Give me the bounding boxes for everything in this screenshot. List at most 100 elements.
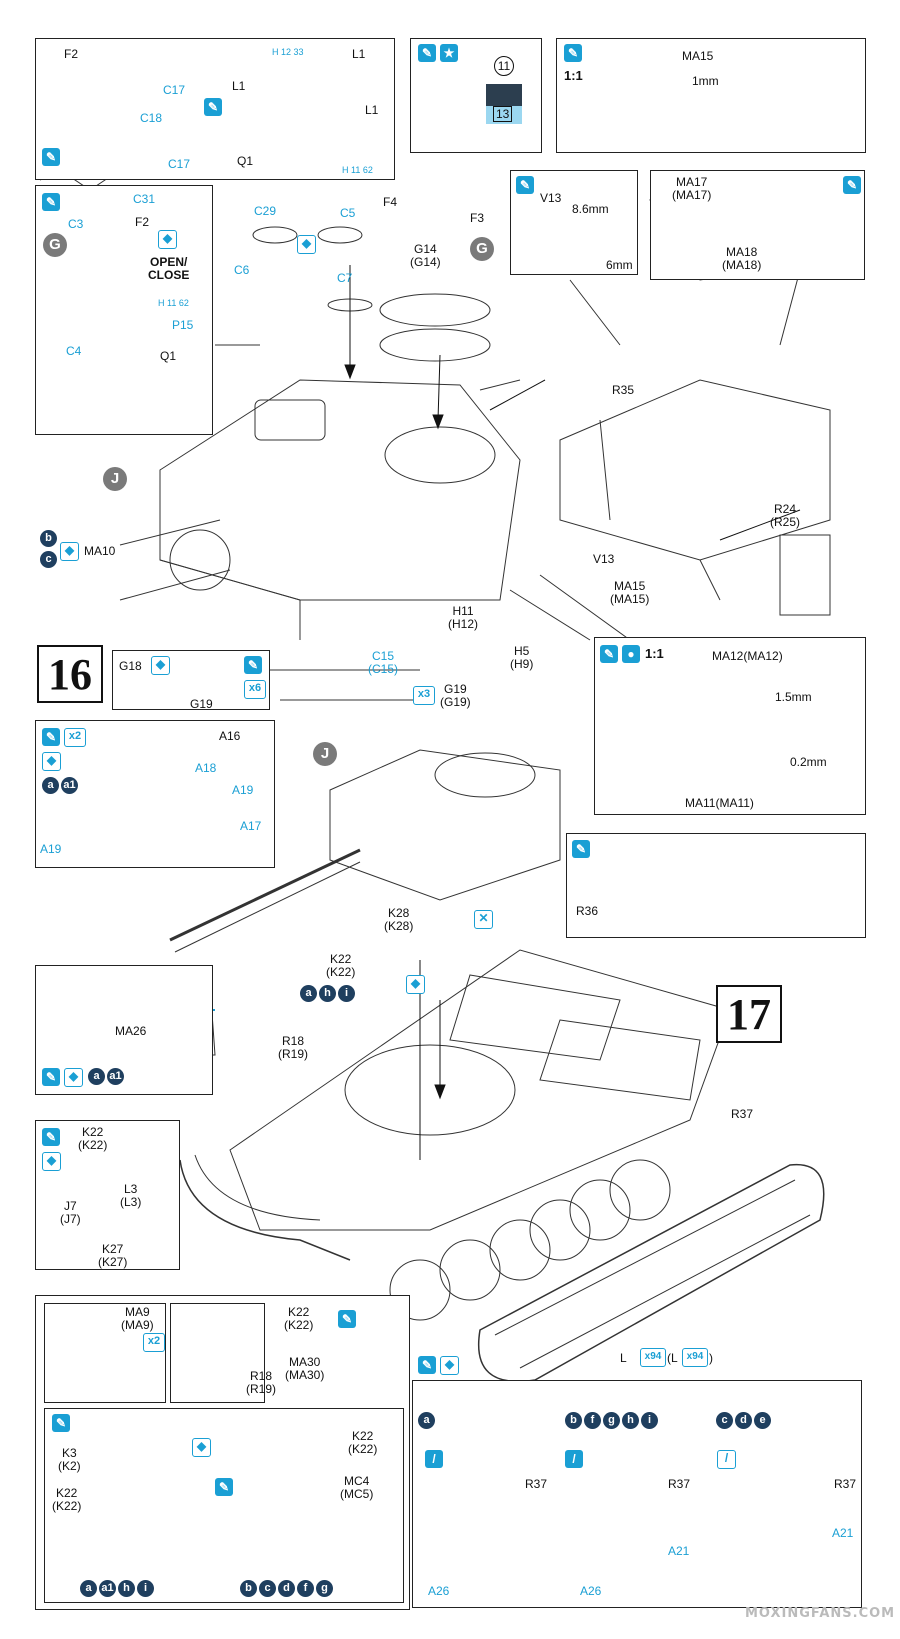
paint-drop-icon: ● (622, 645, 640, 663)
option-group-ahi: a h i (300, 985, 355, 1002)
option-g: g (316, 1580, 333, 1597)
part-label-a19: A19 (232, 783, 254, 797)
part-label-g18: G18 (119, 659, 142, 673)
inset-ma17 (650, 170, 865, 280)
option-group-bcdfg: b c d f g (240, 1580, 333, 1597)
part-label-h11: H11 (H12) (448, 604, 479, 631)
option-b: b (40, 530, 57, 547)
part-label-r18: R18 (R19) (278, 1034, 309, 1061)
movable-icon: ◆ (406, 975, 425, 994)
option-f: f (297, 1580, 314, 1597)
decal-number-circle: 11 (494, 56, 514, 76)
part-label-g19: G19 (190, 697, 213, 711)
part-label-l1-left: L1 (232, 79, 246, 93)
cement-icon: ✎ (338, 1310, 356, 1328)
decal-value: 13 (493, 106, 513, 122)
multiplier-x94-icon: x94 (640, 1348, 666, 1367)
option-a1: a1 (99, 1580, 116, 1597)
part-label-a26-a: A26 (428, 1584, 450, 1598)
part-label-k22-rb: K22 (K22) (348, 1429, 378, 1456)
option-d: d (735, 1412, 752, 1429)
cement-icon: ✎ (215, 1478, 233, 1496)
multiplier-x2-icon: x2 (143, 1333, 165, 1352)
dim-8-6mm: 8.6mm (572, 202, 609, 216)
cement-icon: ✎ (42, 1068, 60, 1086)
part-label-l3: L3 (L3) (120, 1182, 142, 1209)
marker-g-inset: G (43, 233, 67, 257)
part-label-v13: V13 (593, 552, 615, 566)
part-label-r37-c: R37 (834, 1477, 857, 1491)
option-i: i (137, 1580, 154, 1597)
part-label-c17b: C17 (168, 157, 191, 171)
cement-icon: ✎ (418, 1356, 436, 1374)
tool-icon: / (717, 1450, 736, 1469)
part-label-a19b: A19 (40, 842, 62, 856)
step-17-number: 17 (716, 985, 782, 1043)
part-label-c17: C17 (163, 83, 186, 97)
cement-icon: ✎ (204, 98, 222, 116)
cement-icon: ✎ (52, 1414, 70, 1432)
marker-j-step16: J (313, 742, 337, 766)
part-label-c5: C5 (340, 206, 356, 220)
part-label-a17: A17 (240, 819, 262, 833)
cement-icon: ✎ (42, 728, 60, 746)
inset-ma12-1to1 (594, 637, 866, 815)
tool-icon: / (565, 1450, 583, 1468)
runner-h11-62b: H 11 62 (158, 298, 189, 308)
part-label-track-lb: (L (667, 1351, 678, 1365)
option-a1: a1 (61, 777, 78, 794)
cement-icon: ✎ (572, 840, 590, 858)
dim-6mm: 6mm (606, 258, 633, 272)
option-group-a-a1-h-i: a a1 h i (80, 1580, 154, 1597)
decal-swatch: 13 (486, 84, 522, 124)
cement-icon: ✎ (42, 1128, 60, 1146)
runner-h11-62: H 11 62 (342, 165, 373, 175)
part-label-c29: C29 (254, 204, 277, 218)
part-label-k22-low: K22 (K22) (52, 1486, 82, 1513)
part-label-l1-right: L1 (365, 103, 379, 117)
scale-ratio: 1:1 (645, 646, 664, 661)
cable-option-bfghi: b f g h i (565, 1412, 658, 1429)
part-label-q1: Q1 (237, 154, 254, 168)
part-label-r37: R37 (731, 1107, 754, 1121)
movable-icon: ◆ (192, 1438, 211, 1457)
part-label-f2: F2 (64, 47, 79, 61)
part-label-a26-b: A26 (580, 1584, 602, 1598)
option-b: b (240, 1580, 257, 1597)
dim-0-2mm: 0.2mm (790, 755, 827, 769)
tool-icon: / (425, 1450, 443, 1468)
movable-icon: ◆ (60, 542, 79, 561)
cable-option-a: a (418, 1412, 435, 1429)
dim-1mm: 1mm (692, 74, 719, 88)
part-label-j7: J7 (J7) (60, 1199, 81, 1226)
part-label-a16: A16 (219, 729, 241, 743)
option-f: f (584, 1412, 601, 1429)
part-label-ma26: MA26 (115, 1024, 147, 1038)
part-label-c4: C4 (66, 344, 82, 358)
part-label-mc4: MC4 (MC5) (340, 1474, 374, 1501)
part-label-g14: G14 (G14) (410, 242, 441, 269)
option-d: d (278, 1580, 295, 1597)
cement-icon: ✎ (600, 645, 618, 663)
option-group-a-a1-ma26: a a1 (88, 1068, 124, 1085)
cable-option-cde: c d e (716, 1412, 771, 1429)
option-a: a (88, 1068, 105, 1085)
option-a1: a1 (107, 1068, 124, 1085)
option-a: a (418, 1412, 435, 1429)
inset-g18-g19 (112, 650, 270, 710)
option-a: a (300, 985, 317, 1002)
part-label-r35: R35 (612, 383, 635, 397)
part-label-ma11: MA11(MA11) (685, 796, 754, 810)
inset-r37-cable-options (412, 1380, 862, 1608)
movable-icon: ◆ (440, 1356, 459, 1375)
option-e: e (754, 1412, 771, 1429)
option-h: h (319, 985, 336, 1002)
part-label-p15: P15 (172, 318, 194, 332)
step-16-number: 16 (37, 645, 103, 703)
option-c: c (259, 1580, 276, 1597)
decal-star-icon: ★ (440, 44, 458, 62)
inset-k3-k22 (44, 1408, 404, 1603)
part-label-r18-inset: R18 (R19) (246, 1369, 277, 1396)
part-label-ma18: MA18 (MA18) (722, 245, 762, 272)
multiplier-x3-icon: x3 (413, 686, 435, 705)
